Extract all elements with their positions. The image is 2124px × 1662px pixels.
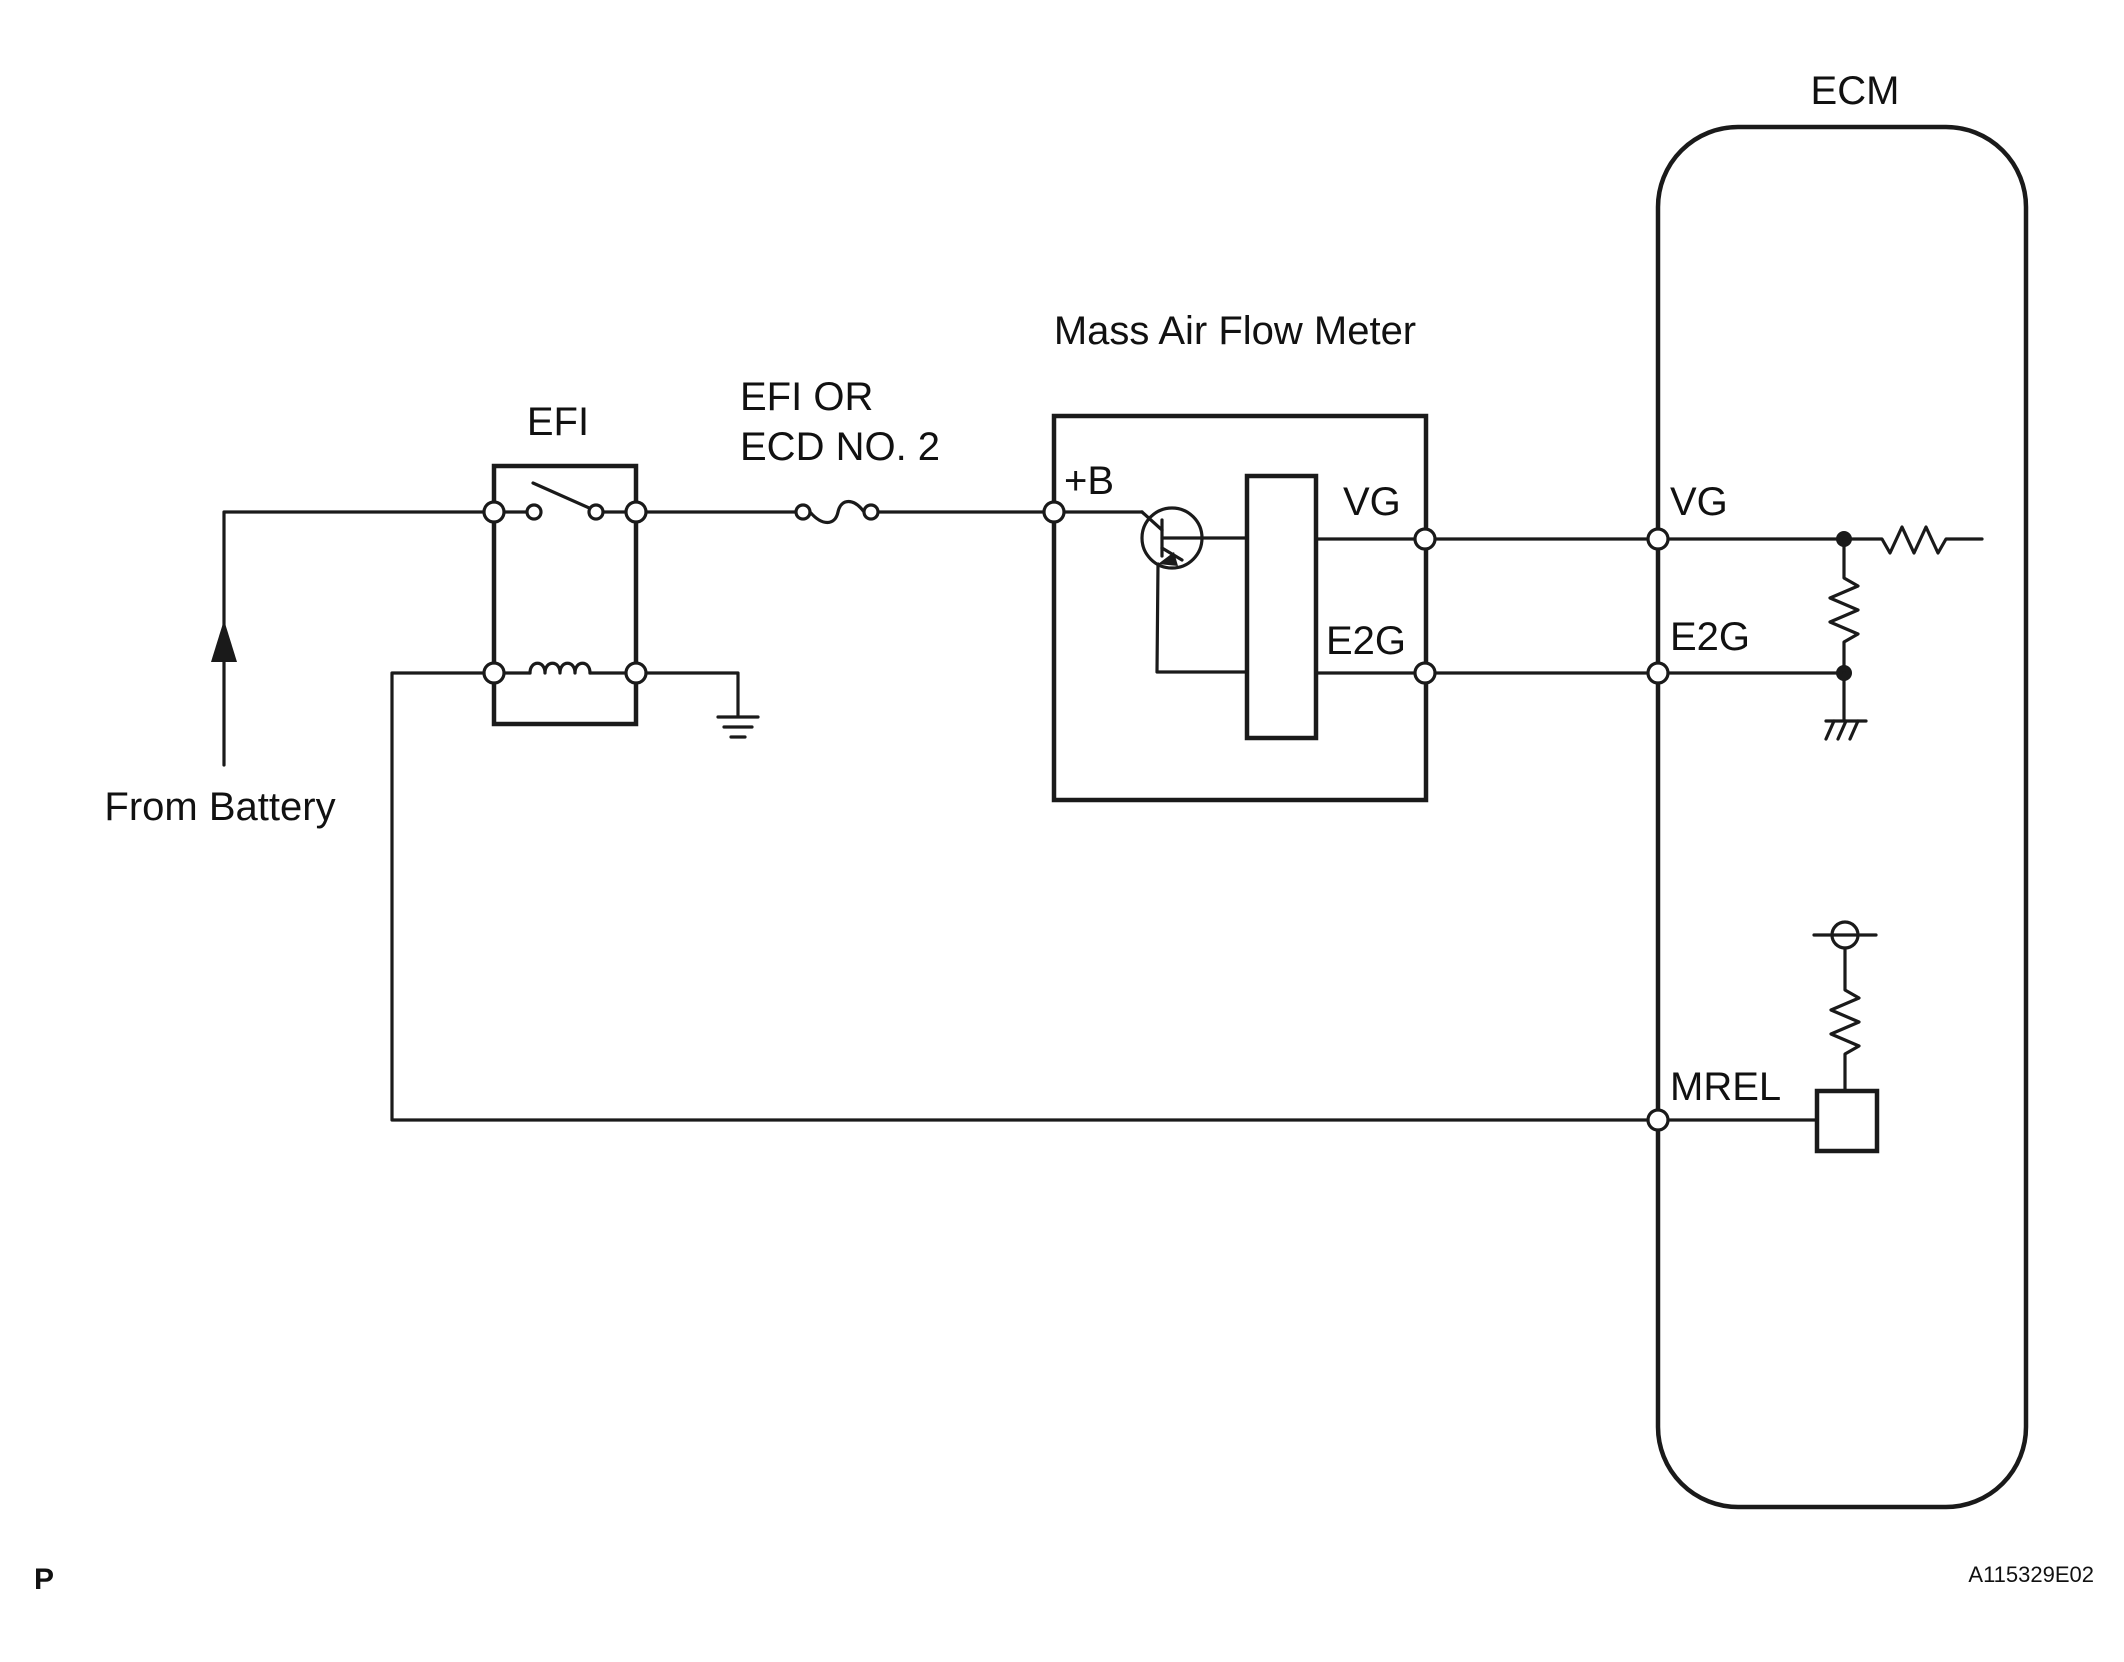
maf-plus-b-terminal — [1042, 500, 1066, 524]
driver-block — [1814, 1088, 1880, 1154]
ecm-e2g-label: E2G — [1670, 615, 1750, 659]
chassis-ground-icon — [1824, 719, 1868, 741]
ecm-vg-terminal — [1646, 527, 1670, 551]
maf-plus-b-label: +B — [1064, 459, 1114, 503]
ecm-e2g-terminal — [1646, 661, 1670, 685]
maf-e2g-label: E2G — [1326, 619, 1406, 663]
maf-vg-terminal — [1413, 527, 1437, 551]
fuse-label-line1: EFI OR — [740, 375, 873, 419]
relay-coil-icon — [492, 661, 638, 675]
ecm-vg-label: VG — [1670, 480, 1728, 524]
maf-e2g-terminal — [1413, 661, 1437, 685]
relay-terminal-1 — [482, 500, 506, 524]
relay-terminal-4 — [624, 661, 648, 685]
relay-switch-icon — [492, 481, 638, 521]
ecm-mrel-terminal — [1646, 1108, 1670, 1132]
resistor-icon — [1828, 537, 1860, 675]
resistor-icon — [1842, 525, 1984, 555]
efi-relay-label: EFI — [527, 400, 589, 444]
arrow-up-icon — [211, 620, 237, 662]
sensor-element — [1244, 473, 1319, 741]
resistor-icon — [1829, 946, 1861, 1093]
battery-feed-wire — [222, 510, 496, 767]
mass-air-flow-meter — [1042, 413, 1437, 803]
relay-terminal-3 — [482, 661, 506, 685]
relay-terminal-2 — [624, 500, 648, 524]
efi-relay — [482, 463, 648, 727]
ground-icon — [716, 715, 760, 739]
page-marker: P — [34, 1563, 54, 1596]
relay-ground-wire — [644, 671, 740, 717]
maf-label: Mass Air Flow Meter — [1054, 309, 1416, 353]
ecm-module — [1646, 124, 2029, 1510]
ecm-label: ECM — [1811, 69, 1900, 113]
from-battery-label: From Battery — [104, 785, 335, 829]
power-source-icon — [1812, 920, 1878, 950]
figure-code: A115329E02 — [1968, 1562, 2094, 1587]
fuse-icon — [794, 499, 880, 525]
transistor-icon — [1060, 506, 1249, 674]
maf-vg-label: VG — [1343, 480, 1401, 524]
fuse-label-line2: ECD NO. 2 — [740, 425, 940, 469]
ecm-mrel-label: MREL — [1670, 1065, 1781, 1109]
mrel-wire — [390, 671, 1650, 1122]
